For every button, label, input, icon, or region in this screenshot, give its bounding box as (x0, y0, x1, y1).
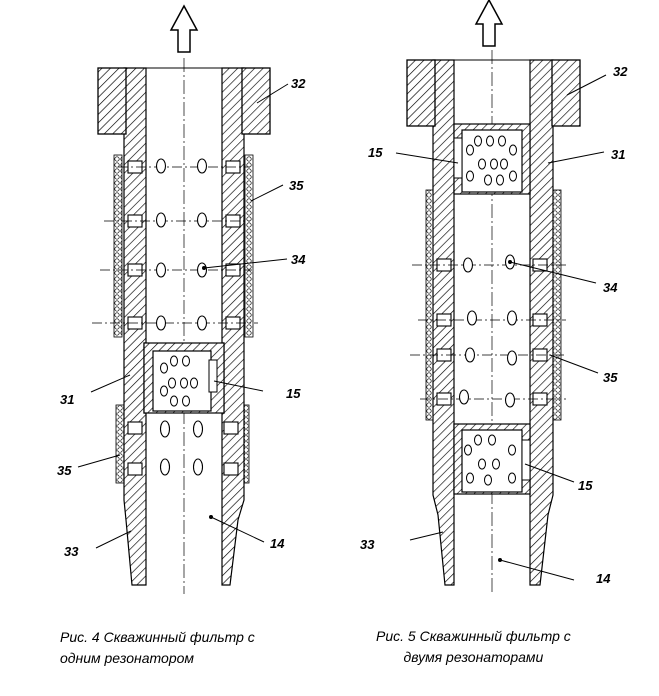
filter-mesh-right (552, 189, 562, 421)
up-arrow-icon (169, 4, 199, 53)
figure-5-caption: Рис. 5 Скважинный фильтр с двумя резонат… (376, 626, 571, 668)
label-34: 34 (603, 280, 618, 295)
filter-mesh-left-upper (113, 154, 123, 338)
label-15: 15 (286, 386, 301, 401)
label-33: 33 (360, 537, 375, 552)
figure-4-caption-line2: одним резонатором (60, 650, 195, 666)
label-31: 31 (60, 392, 74, 407)
bore-holes (458, 254, 518, 408)
resonator-lower (453, 423, 531, 495)
coupling-left (97, 67, 127, 135)
wall-perforations (127, 160, 241, 476)
figure-5: 32 15 31 34 35 15 33 14 (360, 0, 628, 594)
coupling-right (241, 67, 271, 135)
label-33: 33 (64, 544, 79, 559)
resonator (143, 342, 225, 414)
label-15-lower: 15 (578, 478, 593, 493)
label-15-upper: 15 (368, 145, 383, 160)
label-31: 31 (611, 147, 625, 162)
label-35: 35 (603, 370, 618, 385)
figure-4-caption: Рис. 4 Скважинный фильтр с одним резонат… (60, 627, 255, 669)
figure-5-caption-line1: Рис. 5 Скважинный фильтр с (376, 628, 571, 644)
coupling-left (406, 59, 436, 127)
figure-4: 32 35 34 31 15 35 14 33 (57, 4, 306, 594)
label-32: 32 (291, 76, 306, 91)
label-35-lower: 35 (57, 463, 72, 478)
label-34: 34 (291, 252, 306, 267)
filter-mesh-left-lower (115, 404, 125, 484)
label-14: 14 (270, 536, 285, 551)
bore-holes (155, 158, 208, 476)
coupling-right (551, 59, 581, 127)
filter-mesh-right-upper (244, 154, 254, 338)
label-32: 32 (613, 64, 628, 79)
label-14: 14 (596, 571, 611, 586)
up-arrow-icon (474, 0, 504, 47)
figure-4-caption-line1: Рис. 4 Скважинный фильтр с (60, 629, 255, 645)
label-35-upper: 35 (289, 178, 304, 193)
resonator-upper (453, 123, 531, 195)
figure-5-caption-line2: двумя резонаторами (403, 649, 544, 665)
